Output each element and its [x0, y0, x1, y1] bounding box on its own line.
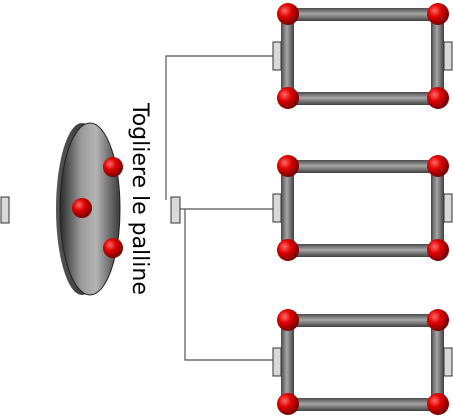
frame-middle-port-right	[443, 193, 453, 223]
frame-top-ball-2	[427, 3, 449, 25]
splitter-port	[170, 196, 181, 224]
frame-middle-bar-top	[288, 160, 438, 173]
frame-middle-ball-1	[277, 155, 299, 177]
frame-bottom-bar-top	[288, 314, 438, 327]
frame-top-bar-bottom	[288, 92, 438, 105]
frame-top-ball-4	[427, 87, 449, 109]
connection-wires	[165, 55, 276, 361]
disc-with-balls	[56, 122, 123, 296]
frame-bottom-ball-2	[427, 309, 449, 331]
frame-top-port-left	[272, 41, 282, 71]
frame-bottom-ball-1	[277, 309, 299, 331]
frame-middle-bar-right	[431, 166, 444, 250]
action-label: Togliere le palline	[127, 102, 152, 295]
frame-top-ball-1	[277, 3, 299, 25]
frame-middle	[272, 155, 453, 261]
frame-bottom-port-left	[272, 347, 282, 377]
frame-bottom-ball-3	[277, 393, 299, 415]
frame-bottom-ball-4	[427, 393, 449, 415]
frame-middle-ball-2	[427, 155, 449, 177]
frame-middle-bar-bottom	[288, 244, 438, 257]
frame-top-port-right	[443, 41, 453, 71]
wire-to-frame-top	[165, 55, 276, 200]
frame-bottom	[272, 309, 453, 415]
frame-middle-ball-3	[277, 239, 299, 261]
disc-ball-3	[103, 238, 123, 258]
frame-top-ball-3	[277, 87, 299, 109]
frame-top-bar-top	[288, 8, 438, 21]
wire-to-frame-bottom	[184, 209, 276, 361]
frame-middle-bar-left	[281, 166, 294, 250]
disc-ball-2	[72, 198, 92, 218]
frame-top	[272, 3, 453, 109]
input-port	[0, 196, 10, 224]
frame-top-bar-right	[431, 14, 444, 98]
frame-bottom-bar-left	[281, 320, 294, 404]
frame-bottom-bar-bottom	[288, 398, 438, 411]
frame-middle-port-left	[272, 193, 282, 223]
frame-middle-ball-4	[427, 239, 449, 261]
frame-bottom-port-right	[443, 347, 453, 377]
frame-bottom-bar-right	[431, 320, 444, 404]
frame-top-bar-left	[281, 14, 294, 98]
disc-ball-1	[103, 157, 123, 177]
